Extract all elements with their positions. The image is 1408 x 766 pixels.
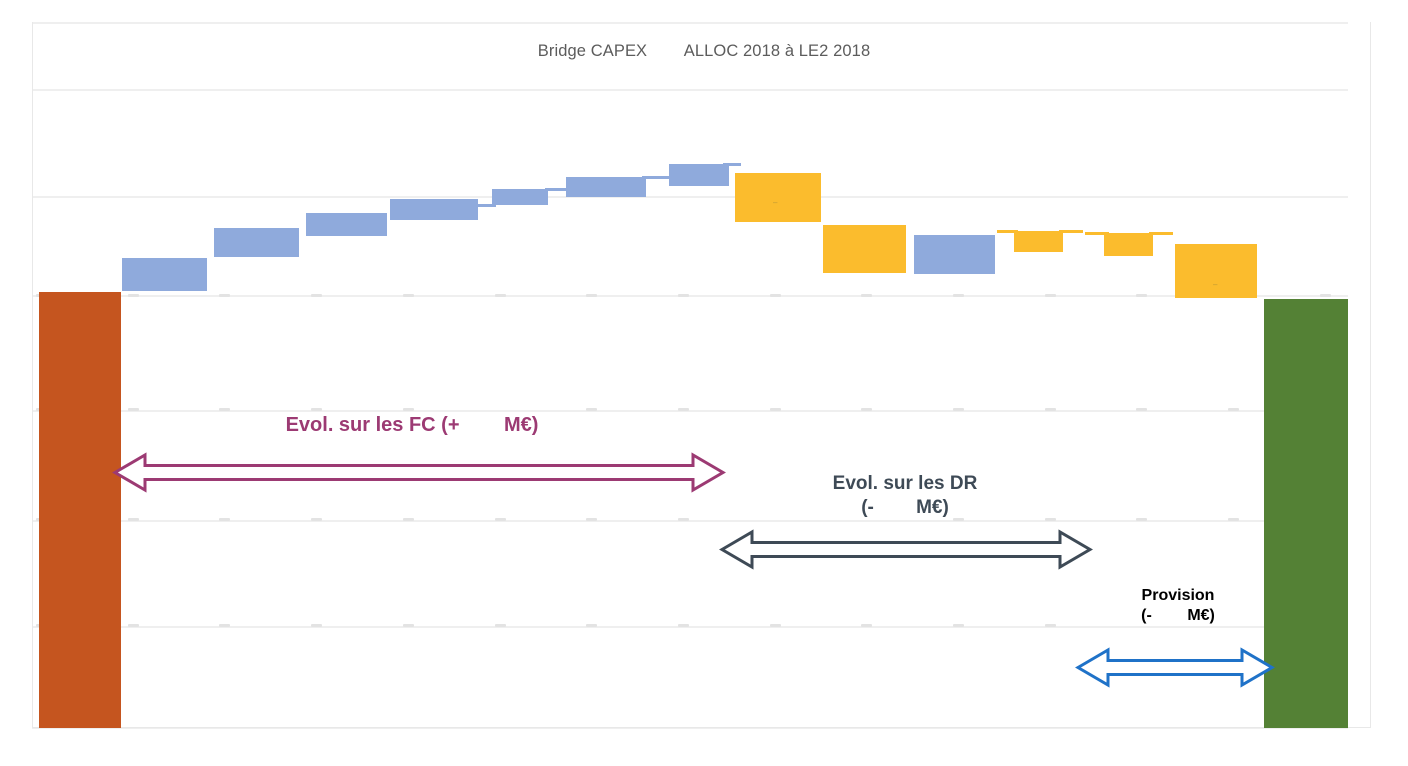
axis-tickmark <box>586 624 597 627</box>
annotation-double-arrow-dr <box>719 529 1093 570</box>
axis-tickmark <box>861 624 872 627</box>
waterfall-bar-dr-5[interactable] <box>1104 233 1153 256</box>
axis-tickmark <box>1045 624 1056 627</box>
gridline-7 <box>32 727 1348 729</box>
axis-tickmark <box>586 294 597 297</box>
gridline-1 <box>32 89 1348 91</box>
chart-title: Bridge CAPEX ALLOC 2018 à LE2 2018 <box>537 42 871 60</box>
waterfall-bar-fc-7[interactable] <box>669 164 729 186</box>
annotation-label-fc: Evol. sur les FC (+ M€) <box>162 413 662 438</box>
axis-tickmark <box>219 294 230 297</box>
waterfall-connector <box>1149 232 1173 235</box>
gridline-5 <box>32 520 1348 522</box>
waterfall-connector <box>1085 232 1109 235</box>
gridline-2 <box>32 196 1348 198</box>
axis-tickmark <box>311 624 322 627</box>
waterfall-connector <box>545 188 571 191</box>
axis-tickmark <box>1045 294 1056 297</box>
annotation-label-provision: Provision (- M€) <box>1080 586 1276 626</box>
gridline-0 <box>32 22 1348 24</box>
axis-tickmark <box>953 624 964 627</box>
annotation-label-line: (- M€) <box>861 496 949 518</box>
waterfall-bar-alloc-2018[interactable] <box>39 292 121 728</box>
axis-tickmark <box>1136 408 1147 411</box>
axis-tickmark <box>678 624 689 627</box>
axis-tickmark <box>495 294 506 297</box>
axis-tickmark <box>128 624 139 627</box>
waterfall-bar-le2-2018[interactable] <box>1264 299 1348 728</box>
waterfall-connector <box>723 163 741 166</box>
annotation-label-dr: Evol. sur les DR(- M€) <box>740 472 1070 520</box>
waterfall-bar-fc-6[interactable] <box>566 177 646 197</box>
axis-tickmark <box>403 408 414 411</box>
bar-value-label: – <box>1213 280 1218 289</box>
axis-tickmark <box>1045 408 1056 411</box>
axis-tickmark <box>128 408 139 411</box>
plot-area-frame <box>32 22 1371 728</box>
axis-tickmark <box>403 518 414 521</box>
axis-tickmark <box>953 518 964 521</box>
gridline-4 <box>32 410 1348 412</box>
axis-tickmark <box>770 408 781 411</box>
waterfall-bar-provision[interactable] <box>1175 244 1257 298</box>
axis-tickmark <box>1228 408 1239 411</box>
axis-tickmark <box>403 294 414 297</box>
axis-tickmark <box>219 408 230 411</box>
waterfall-bar-fc-5[interactable] <box>492 189 548 205</box>
waterfall-connector <box>1059 230 1083 233</box>
axis-tickmark <box>1136 518 1147 521</box>
waterfall-connector <box>642 176 672 179</box>
axis-tickmark <box>678 294 689 297</box>
axis-tickmark <box>311 294 322 297</box>
waterfall-bar-dr-2[interactable] <box>823 225 906 273</box>
axis-tickmark <box>770 624 781 627</box>
axis-tickmark <box>861 294 872 297</box>
axis-tickmark <box>953 408 964 411</box>
waterfall-bar-fc-2[interactable] <box>214 228 299 257</box>
axis-tickmark <box>678 408 689 411</box>
waterfall-bar-fc-1[interactable] <box>122 258 207 291</box>
axis-tickmark <box>861 408 872 411</box>
axis-tickmark <box>311 518 322 521</box>
axis-tickmark <box>1136 294 1147 297</box>
axis-tickmark <box>311 408 322 411</box>
axis-tickmark <box>403 624 414 627</box>
axis-tickmark <box>1320 294 1331 297</box>
axis-tickmark <box>770 294 781 297</box>
annotation-double-arrow-provision <box>1075 647 1275 688</box>
axis-tickmark <box>128 294 139 297</box>
axis-tickmark <box>219 518 230 521</box>
bar-value-label: – <box>773 198 778 207</box>
axis-tickmark <box>586 518 597 521</box>
annotation-label-line: Evol. sur les FC (+ M€) <box>285 414 539 436</box>
axis-tickmark <box>495 624 506 627</box>
annotation-double-arrow-fc <box>112 452 726 493</box>
axis-tickmark <box>219 624 230 627</box>
axis-tickmark <box>128 518 139 521</box>
axis-tickmark <box>1228 518 1239 521</box>
waterfall-bar-fc-4[interactable] <box>390 199 478 220</box>
annotation-label-line: Evol. sur les DR <box>832 473 978 494</box>
waterfall-bar-dr-1[interactable] <box>735 173 821 222</box>
annotation-label-line: Provision <box>1141 587 1215 604</box>
axis-tickmark <box>495 518 506 521</box>
axis-tickmark <box>953 294 964 297</box>
gridline-6 <box>32 626 1348 628</box>
annotation-label-line: (- M€) <box>1141 607 1215 624</box>
axis-tickmark <box>1045 518 1056 521</box>
axis-tickmark <box>678 518 689 521</box>
waterfall-connector <box>468 204 496 207</box>
waterfall-connector <box>997 230 1018 233</box>
gridline-3 <box>32 295 1348 297</box>
waterfall-bar-dr-3[interactable] <box>914 235 995 274</box>
axis-tickmark <box>586 408 597 411</box>
waterfall-bar-fc-3[interactable] <box>306 213 387 236</box>
waterfall-bar-dr-4[interactable] <box>1014 231 1063 252</box>
